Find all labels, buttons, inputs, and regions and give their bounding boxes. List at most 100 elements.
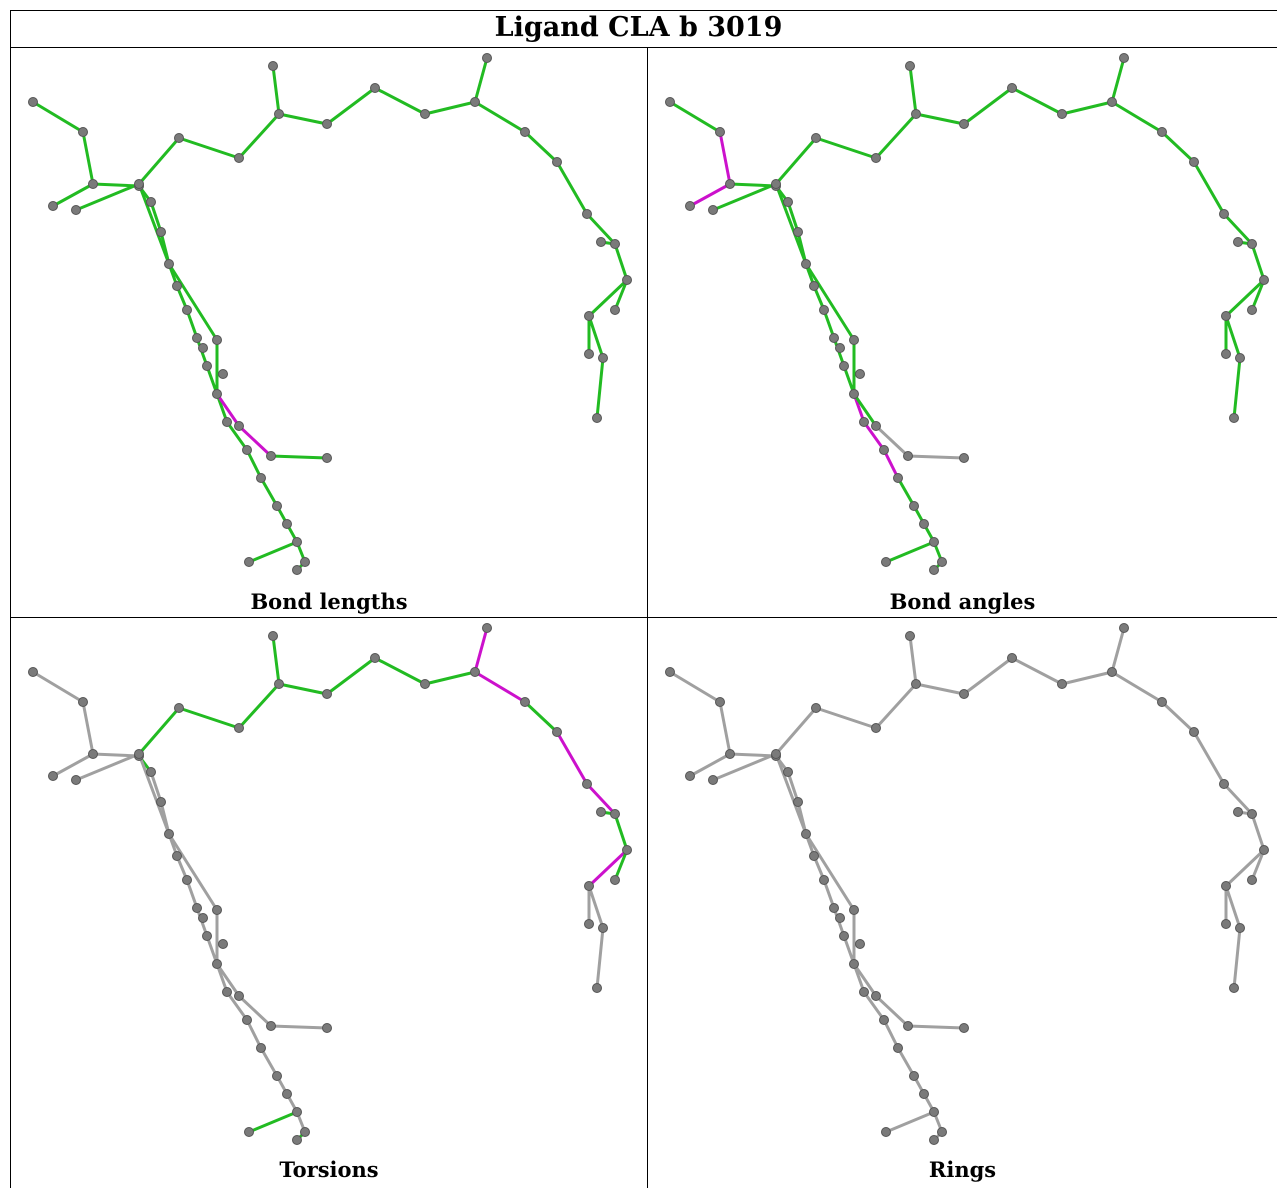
bond	[585, 782, 617, 816]
atom	[1221, 349, 1231, 359]
atom	[218, 369, 228, 379]
atom	[78, 697, 88, 707]
bond	[814, 136, 878, 160]
bond	[884, 540, 936, 564]
atom	[598, 923, 608, 933]
bond	[874, 994, 910, 1028]
atom	[172, 851, 182, 861]
atom	[322, 119, 332, 129]
bond	[613, 848, 629, 882]
rule-under-title	[10, 47, 1277, 48]
atom	[322, 453, 332, 463]
bond	[81, 130, 95, 186]
atom	[929, 1107, 939, 1117]
atom	[937, 557, 947, 567]
atom	[929, 1135, 939, 1145]
bond	[473, 100, 527, 134]
bond	[373, 656, 427, 686]
atom	[871, 991, 881, 1001]
bond	[473, 670, 527, 704]
atom	[584, 311, 594, 321]
bond	[1222, 212, 1254, 246]
atom	[959, 453, 969, 463]
atom	[584, 919, 594, 929]
bond	[137, 182, 171, 266]
atom	[610, 875, 620, 885]
atom	[839, 931, 849, 941]
atom	[903, 451, 913, 461]
atom	[839, 361, 849, 371]
atom	[793, 797, 803, 807]
atom	[881, 557, 891, 567]
atom	[849, 335, 859, 345]
atom	[164, 829, 174, 839]
bond	[718, 700, 732, 756]
bond	[555, 730, 589, 786]
atom	[959, 1023, 969, 1033]
bond	[1110, 626, 1126, 674]
bond	[882, 1018, 900, 1050]
atom	[192, 333, 202, 343]
molecule-bond-angles	[665, 53, 1269, 575]
rule-middle	[10, 617, 1277, 618]
bond	[325, 656, 377, 696]
atom	[244, 557, 254, 567]
atom	[819, 305, 829, 315]
bond	[237, 112, 281, 160]
bond	[786, 200, 800, 234]
atom	[622, 275, 632, 285]
bond	[1192, 730, 1226, 786]
atom	[879, 445, 889, 455]
bond	[1224, 884, 1242, 930]
panel-caption: Torsions	[279, 1157, 379, 1182]
atom	[234, 421, 244, 431]
atom	[919, 1089, 929, 1099]
bond	[852, 962, 878, 998]
bond	[167, 832, 219, 912]
atom	[809, 851, 819, 861]
atom	[592, 983, 602, 993]
bond	[896, 476, 916, 508]
atom	[937, 1127, 947, 1137]
atom	[819, 875, 829, 885]
atom	[242, 1015, 252, 1025]
atom	[234, 153, 244, 163]
atom	[274, 109, 284, 119]
panel-bond-lengths: Bond lengths	[11, 48, 647, 617]
bond	[1010, 86, 1064, 116]
bond	[237, 424, 273, 458]
bond	[1110, 670, 1164, 704]
atom	[871, 153, 881, 163]
atom	[893, 473, 903, 483]
atom	[174, 703, 184, 713]
atom	[1221, 919, 1231, 929]
atom	[1221, 881, 1231, 891]
atom	[156, 797, 166, 807]
atom	[212, 389, 222, 399]
atom	[146, 197, 156, 207]
atom	[1247, 809, 1257, 819]
atom	[584, 881, 594, 891]
bond	[862, 420, 886, 452]
bond	[587, 278, 629, 318]
bond	[711, 182, 778, 212]
atom	[881, 1127, 891, 1137]
bond	[177, 136, 241, 160]
bond	[523, 130, 559, 164]
bond	[259, 1046, 279, 1078]
bond	[1250, 848, 1266, 882]
atom	[71, 775, 81, 785]
molecule-rings	[665, 623, 1269, 1145]
atom	[282, 1089, 292, 1099]
bond	[804, 262, 856, 342]
bond	[814, 706, 878, 730]
bond	[31, 100, 85, 134]
atom	[582, 779, 592, 789]
atom	[48, 771, 58, 781]
atom	[470, 97, 480, 107]
atom	[829, 903, 839, 913]
atom	[1119, 53, 1129, 63]
panel-caption: Rings	[928, 1157, 997, 1182]
atom	[685, 201, 695, 211]
